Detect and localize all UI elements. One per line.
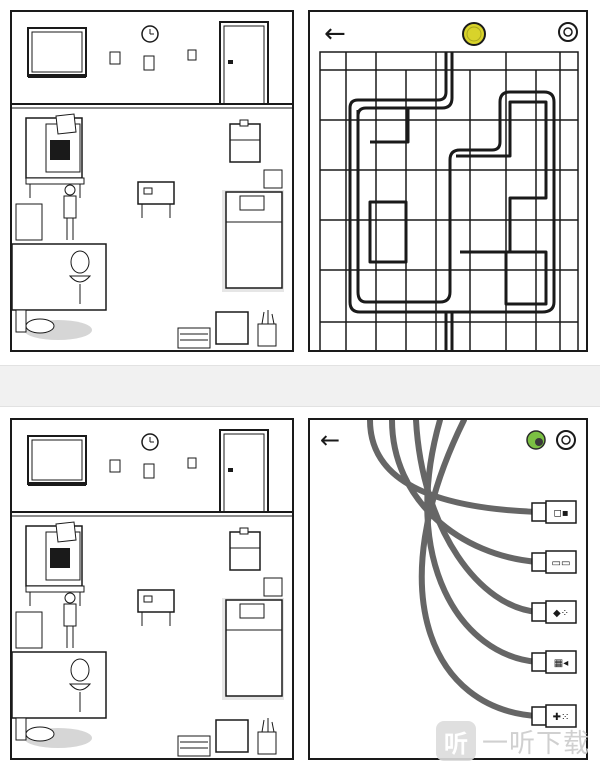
- sink-counter[interactable]: [12, 651, 107, 719]
- watermark-text: 一听下载: [481, 728, 590, 759]
- status-light-icon: [462, 22, 486, 46]
- storage-cabinet[interactable]: [15, 203, 43, 241]
- window[interactable]: [27, 435, 87, 485]
- character[interactable]: [63, 592, 77, 648]
- floor-box[interactable]: [215, 719, 249, 753]
- cable-3: [413, 420, 541, 615]
- maze-puzzle-panel: ←: [308, 10, 588, 352]
- bed[interactable]: [222, 169, 284, 292]
- room-scene-top: [10, 10, 294, 352]
- cable-5: [418, 420, 541, 719]
- connector-symbol: ✚⁙: [553, 712, 570, 723]
- floor-crate[interactable]: [177, 327, 211, 349]
- maze-settings-gear-icon[interactable]: [558, 22, 578, 42]
- wall-switch[interactable]: [109, 459, 121, 473]
- cable-connector-1[interactable]: ◻▪: [531, 500, 577, 524]
- potted-plant[interactable]: [257, 310, 277, 347]
- wall-switch[interactable]: [109, 51, 121, 65]
- toilet[interactable]: [15, 717, 55, 742]
- floor-crate[interactable]: [177, 735, 211, 757]
- toilet[interactable]: [15, 309, 55, 334]
- floor-box[interactable]: [215, 311, 249, 345]
- panel-separator: [0, 365, 600, 407]
- connector-symbol: ◆⁘: [553, 608, 569, 619]
- potted-plant[interactable]: [257, 718, 277, 755]
- door[interactable]: [219, 429, 269, 513]
- maze-back-arrow-icon[interactable]: ←: [324, 19, 346, 49]
- center-table[interactable]: [137, 589, 175, 626]
- storage-cabinet[interactable]: [15, 611, 43, 649]
- cable-settings-gear-icon[interactable]: [556, 430, 576, 450]
- connector-symbol: ▦◂: [554, 658, 568, 669]
- cable-connector-4[interactable]: ▦◂: [531, 650, 577, 674]
- character[interactable]: [63, 184, 77, 240]
- cable-board[interactable]: ◻▪ ▭▭ ◆⁘ ▦◂ ✚⁙ ←: [310, 420, 588, 760]
- computer-desk[interactable]: [25, 521, 85, 606]
- cable-2: [389, 420, 541, 565]
- watermark: 听 一听下载: [435, 719, 590, 763]
- room-scene-bottom: [10, 418, 294, 760]
- connector-symbol: ◻▪: [553, 508, 568, 519]
- wall-socket[interactable]: [187, 49, 197, 61]
- cable-connector-2[interactable]: ▭▭: [531, 550, 577, 574]
- connector-symbol: ▭▭: [552, 558, 571, 569]
- cable-4: [424, 420, 541, 665]
- watermark-logo: 听: [435, 721, 476, 761]
- cable-connector-5[interactable]: ✚⁙: [531, 704, 577, 728]
- center-table[interactable]: [137, 181, 175, 218]
- nightstand[interactable]: [229, 527, 261, 571]
- wall-frame[interactable]: [143, 463, 155, 479]
- bed[interactable]: [222, 577, 284, 700]
- computer-desk[interactable]: [25, 113, 85, 198]
- room-illustration-2: [12, 429, 292, 757]
- sink-counter[interactable]: [12, 243, 107, 311]
- cable-back-arrow-icon[interactable]: ←: [320, 426, 340, 454]
- room-illustration: [12, 21, 292, 349]
- wall-frame[interactable]: [143, 55, 155, 71]
- maze-board[interactable]: ←: [310, 12, 588, 352]
- window[interactable]: [27, 27, 87, 77]
- cable-puzzle-panel: ◻▪ ▭▭ ◆⁘ ▦◂ ✚⁙ ←: [308, 418, 588, 760]
- door[interactable]: [219, 21, 269, 105]
- nightstand[interactable]: [229, 119, 261, 163]
- cable-connector-3[interactable]: ◆⁘: [531, 600, 577, 624]
- wall-socket[interactable]: [187, 457, 197, 469]
